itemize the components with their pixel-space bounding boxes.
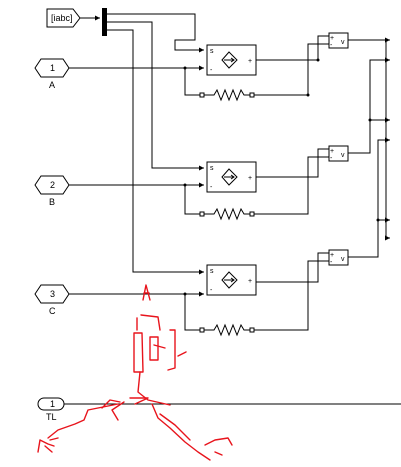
handwritten-annotation-icon [37, 284, 233, 461]
voltage-sensor-B[interactable]: + - v [328, 145, 349, 162]
voltage-sensor-C[interactable]: + - v [328, 249, 349, 266]
svg-text:-: - [210, 67, 213, 74]
resistor-C[interactable] [199, 323, 255, 337]
output-bus-wiring [183, 40, 390, 296]
inport-TL-name: TL [46, 412, 57, 422]
controlled-current-source-icon [221, 168, 238, 186]
inport-A-name: A [49, 80, 55, 90]
svg-text:-: - [330, 42, 333, 49]
demux-output-wires [107, 13, 204, 275]
inport-TL-number: 1 [50, 399, 55, 409]
svg-text:+: + [330, 148, 334, 155]
inport-A-number: 1 [50, 63, 55, 73]
phase-C-branch: s - + + - v [184, 249, 360, 337]
svg-text:s: s [210, 48, 214, 55]
inport-B-name: B [49, 197, 55, 207]
controlled-current-source-icon [221, 51, 238, 69]
svg-text:s: s [210, 165, 214, 172]
resistor-icon [204, 207, 250, 221]
inport-B[interactable]: 2 B [34, 175, 70, 207]
resistor-icon [204, 88, 250, 102]
from-iabc-label: [iabc] [51, 13, 73, 23]
svg-text:+: + [248, 175, 252, 182]
from-iabc-block[interactable]: [iabc] [46, 8, 81, 28]
phase-B-branch: s - + + - v [184, 145, 360, 221]
svg-text:-: - [330, 259, 333, 266]
svg-text:-: - [210, 184, 213, 191]
svg-text:v: v [341, 39, 345, 46]
controlled-current-source-icon [221, 271, 238, 289]
demux-bar-icon[interactable] [102, 8, 107, 36]
voltage-sensor-A[interactable]: + - v [328, 32, 349, 49]
inport-C[interactable]: 3 C [34, 284, 70, 316]
svg-text:-: - [330, 155, 333, 162]
inport-C-name: C [49, 306, 56, 316]
resistor-icon [204, 323, 250, 337]
resistor-A[interactable] [199, 88, 255, 102]
current-source-C[interactable]: s - + [206, 264, 257, 296]
svg-text:+: + [248, 58, 252, 65]
inport-B-number: 2 [50, 180, 55, 190]
svg-text:-: - [210, 287, 213, 294]
inport-A[interactable]: 1 A [34, 58, 70, 90]
current-source-A[interactable]: s - + [206, 44, 257, 76]
svg-text:+: + [330, 35, 334, 42]
resistor-B[interactable] [199, 207, 255, 221]
svg-text:v: v [341, 256, 345, 263]
svg-text:v: v [341, 152, 345, 159]
inport-C-number: 3 [50, 289, 55, 299]
inport-TL[interactable]: 1 TL [37, 397, 65, 422]
phase-A-branch: s - + + - v [184, 32, 390, 102]
svg-text:+: + [330, 252, 334, 259]
current-source-B[interactable]: s - + [206, 161, 257, 193]
svg-text:+: + [248, 278, 252, 285]
svg-text:s: s [210, 268, 214, 275]
